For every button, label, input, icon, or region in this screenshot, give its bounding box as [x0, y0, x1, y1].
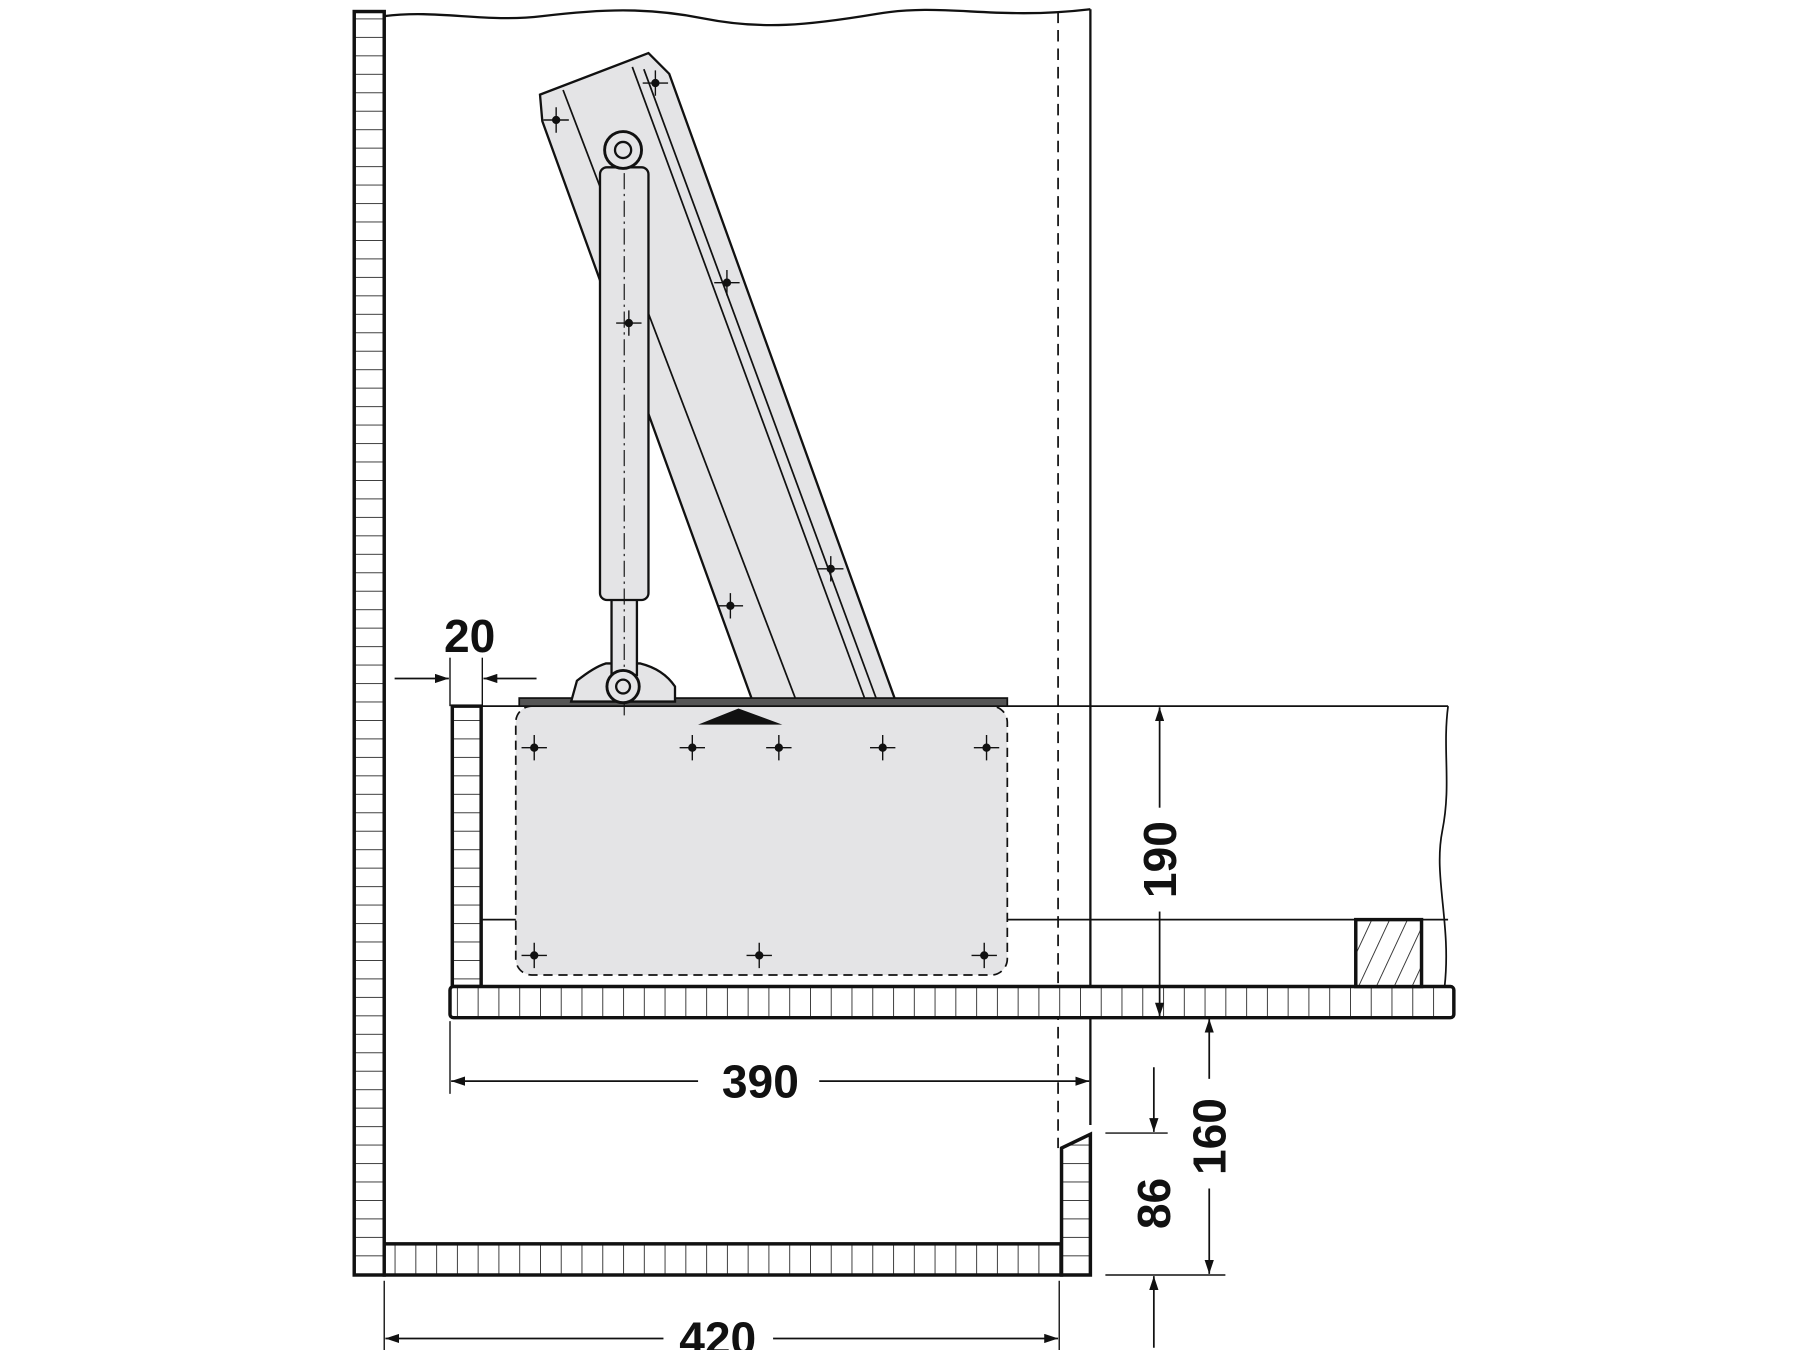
- dimension-drawer-depth: 390: [449, 1021, 1090, 1107]
- cabinet-side-panel: [352, 9, 386, 1277]
- dimension-label-plinth-height: 86: [1128, 1178, 1180, 1229]
- top-pivot: [603, 130, 643, 170]
- lift-mechanism: [514, 51, 1009, 976]
- cabinet: [352, 8, 1093, 1277]
- dimension-label-drawer-height: 190: [1134, 821, 1186, 898]
- dimension-base-height: 160: [1105, 1018, 1235, 1276]
- cabinet-break-line: [384, 8, 1091, 27]
- lift-arm: [538, 51, 898, 702]
- screw-point: [530, 743, 539, 752]
- screw-point: [624, 318, 633, 328]
- bottom-pivot: [605, 668, 641, 705]
- dimension-label-base-height: 160: [1183, 1098, 1235, 1175]
- plinth-upright: [1059, 1131, 1093, 1277]
- drawer-bottom-board: [448, 984, 1456, 1020]
- drawer-front-panel: [450, 704, 483, 989]
- dimension-label-gap: 20: [444, 610, 495, 662]
- dimension-label-drawer-depth: 390: [722, 1055, 799, 1107]
- screw-point: [530, 951, 539, 960]
- position-marker: [698, 708, 783, 725]
- gas-strut-rod: [610, 593, 639, 677]
- dimension-drawer-height: 190: [1134, 707, 1186, 1017]
- screw-point: [726, 601, 735, 610]
- screw-point: [755, 951, 764, 960]
- dimension-cabinet-depth: 420: [383, 1280, 1060, 1350]
- screw-point: [651, 78, 660, 88]
- dimension-label-cabinet-depth: 420: [679, 1313, 756, 1350]
- mounting-plate: [514, 705, 1009, 976]
- screw-point: [722, 278, 732, 287]
- screw-point: [878, 743, 887, 752]
- screw-point: [551, 115, 561, 125]
- drawer-break-line: [1438, 706, 1449, 987]
- screw-point: [688, 743, 697, 752]
- screw-marks: [521, 70, 1000, 969]
- dimension-gap: 20: [394, 610, 537, 707]
- drawer: [448, 704, 1456, 1020]
- dimension-plinth-height: 86: [1105, 1067, 1180, 1348]
- screw-point: [826, 564, 835, 573]
- cabinet-bottom-board: [382, 1242, 1064, 1277]
- screw-point: [980, 951, 989, 960]
- screw-point: [982, 743, 991, 752]
- top-plate-bar: [518, 697, 1009, 708]
- wood-block: [1354, 917, 1424, 989]
- screw-point: [774, 743, 783, 752]
